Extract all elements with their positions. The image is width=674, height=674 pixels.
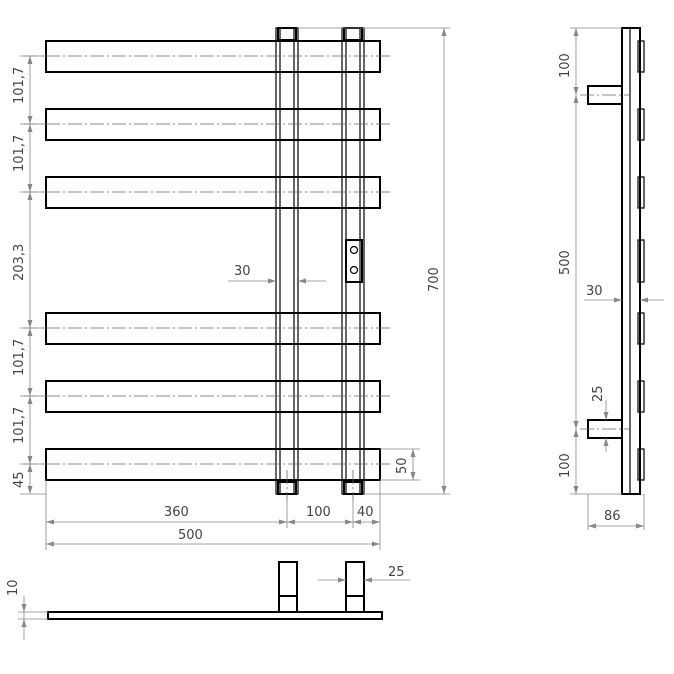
width-dimensions: 360 100 40 500 (45, 480, 381, 550)
bar-6 (45, 448, 381, 481)
dim-side-top-offset: 100 (558, 53, 573, 78)
dim-left-span: 360 (164, 505, 189, 520)
dim-pipe-width: 30 (234, 264, 251, 279)
bar-4 (45, 312, 381, 345)
bar-height-dimension: 50 (380, 448, 420, 481)
dim-bar-height: 50 (395, 457, 410, 474)
dim-bottom-height: 10 (6, 579, 21, 596)
connector-block (345, 239, 363, 283)
bar-5 (45, 380, 381, 413)
dim-bar-spacing-2: 101,7 (12, 135, 27, 172)
pipe-width-dimension: 30 (228, 264, 326, 284)
bar-1 (45, 40, 381, 73)
dim-side-total-depth: 86 (604, 509, 621, 524)
side-view: 100 500 100 30 25 86 (558, 27, 664, 530)
dim-bar-spacing-gap: 203,3 (12, 244, 27, 281)
dim-total-height: 700 (427, 267, 442, 292)
center-lines (24, 55, 392, 500)
dim-bottom-pipe-width: 25 (388, 565, 405, 580)
front-view: 101,7 101,7 203,3 101,7 101,7 45 700 50 (12, 27, 450, 550)
dim-side-pipe-depth: 30 (586, 284, 603, 299)
dim-bottom-offset: 45 (12, 471, 27, 488)
bar-2 (45, 108, 381, 141)
dim-bar-spacing-1: 101,7 (12, 67, 27, 104)
vertical-pipes (275, 27, 365, 495)
dim-total-width: 500 (178, 528, 203, 543)
dim-right-overhang: 40 (357, 505, 374, 520)
left-dimension-chain: 101,7 101,7 203,3 101,7 101,7 45 (12, 55, 46, 495)
horizontal-bars (45, 40, 381, 481)
bottom-view: 10 25 (6, 561, 410, 640)
dim-bar-spacing-4: 101,7 (12, 339, 27, 376)
dim-side-center-span: 500 (558, 250, 573, 275)
total-height-dimension: 700 (298, 27, 450, 495)
dim-side-mount-height: 25 (591, 385, 606, 402)
bar-3 (45, 176, 381, 209)
dim-side-bottom-offset: 100 (558, 453, 573, 478)
dim-bar-spacing-5: 101,7 (12, 407, 27, 444)
dim-pipe-spacing: 100 (306, 505, 331, 520)
